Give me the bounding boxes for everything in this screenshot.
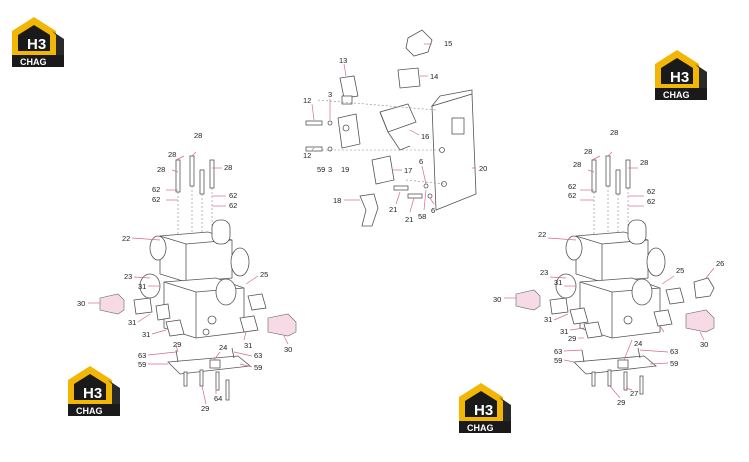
callout-label: 17 (404, 166, 412, 175)
callout-label: 23 (124, 272, 132, 281)
callout-label: 62 (229, 201, 237, 210)
callout-label: 29 (201, 404, 209, 413)
logo-badge: H3 (474, 402, 493, 419)
logo-text: CHAG (467, 423, 494, 433)
callout-label: 28 (157, 165, 165, 174)
callout-label: 63 (254, 351, 262, 360)
callout-label: 16 (421, 132, 429, 141)
logo-text: CHAG (663, 90, 690, 100)
callout-label: 31 (142, 330, 150, 339)
callout-label: 30 (700, 340, 708, 349)
callout-label: 64 (214, 394, 222, 403)
callout-label: 58 (418, 212, 426, 221)
callout-label: 12 (303, 151, 311, 160)
callout-label: 31 (560, 327, 568, 336)
callout-label: 59 (670, 359, 678, 368)
callout-label: 22 (122, 234, 130, 243)
callout-label: 30 (77, 299, 85, 308)
callout-label: 62 (152, 185, 160, 194)
callout-label: 23 (540, 268, 548, 277)
callout-label: 24 (634, 339, 642, 348)
callout-label: 31 (554, 278, 562, 287)
callout-label: 31 (138, 282, 146, 291)
callout-label: 28 (640, 158, 648, 167)
callout-label: 22 (538, 230, 546, 239)
callout-label: 62 (568, 191, 576, 200)
logo-badge: H3 (83, 385, 102, 402)
callout-label: 13 (339, 56, 347, 65)
callout-label: 28 (168, 150, 176, 159)
callout-label: 14 (430, 72, 438, 81)
callout-label: 63 (554, 347, 562, 356)
callout-label: 19 (341, 165, 349, 174)
callout-label: 28 (194, 131, 202, 140)
callout-label: 62 (647, 187, 655, 196)
callout-label: 21 (389, 205, 397, 214)
brand-logo-top-left: H3 CHAG (12, 17, 64, 67)
callout-label: 29 (617, 398, 625, 407)
logo-badge: H3 (670, 69, 689, 86)
callout-label: 27 (630, 389, 638, 398)
middle-valve-assembly (305, 29, 477, 227)
callout-label: 31 (544, 315, 552, 324)
callout-label: 3 (328, 165, 332, 174)
callout-label: 15 (444, 39, 452, 48)
callout-label: 20 (479, 164, 487, 173)
callout-label: 28 (610, 128, 618, 137)
callout-labels: 28 28 28 28 62 62 62 62 22 23 31 25 30 3… (77, 39, 724, 413)
callout-label: 62 (647, 197, 655, 206)
brand-logo-bottom-left: H3 CHAG (68, 366, 120, 416)
logo-text: CHAG (20, 57, 47, 67)
callout-label: 25 (676, 266, 684, 275)
callout-label: 6 (431, 206, 435, 215)
left-valve-assembly (88, 151, 297, 405)
brand-logo-top-right: H3 CHAG (655, 50, 707, 100)
logo-text: CHAG (76, 406, 103, 416)
callout-label: 24 (219, 343, 227, 352)
callout-label: 59 (138, 360, 146, 369)
brand-logo-bottom-center: H3 CHAG (459, 383, 511, 433)
callout-label: 29 (568, 334, 576, 343)
callout-label: 62 (152, 195, 160, 204)
callout-label: 18 (333, 196, 341, 205)
callout-label: 63 (670, 347, 678, 356)
callout-label: 59 (317, 165, 325, 174)
callout-label: 30 (284, 345, 292, 354)
callout-label: 62 (568, 182, 576, 191)
callout-label: 59 (254, 363, 262, 372)
callout-label: 63 (138, 351, 146, 360)
callout-label: 26 (716, 259, 724, 268)
callout-label: 29 (173, 340, 181, 349)
logo-badge: H3 (27, 36, 46, 53)
callout-label: 21 (405, 215, 413, 224)
callout-label: 31 (128, 318, 136, 327)
callout-label: 62 (229, 191, 237, 200)
callout-label: 3 (328, 90, 332, 99)
callout-label: 30 (493, 295, 501, 304)
callout-label: 59 (554, 356, 562, 365)
callout-label: 12 (303, 96, 311, 105)
callout-label: 28 (584, 147, 592, 156)
callout-label: 28 (573, 160, 581, 169)
callout-label: 25 (260, 270, 268, 279)
right-valve-assembly (504, 151, 715, 399)
callout-label: 31 (244, 341, 252, 350)
callout-label: 28 (224, 163, 232, 172)
callout-label: 6 (419, 157, 423, 166)
